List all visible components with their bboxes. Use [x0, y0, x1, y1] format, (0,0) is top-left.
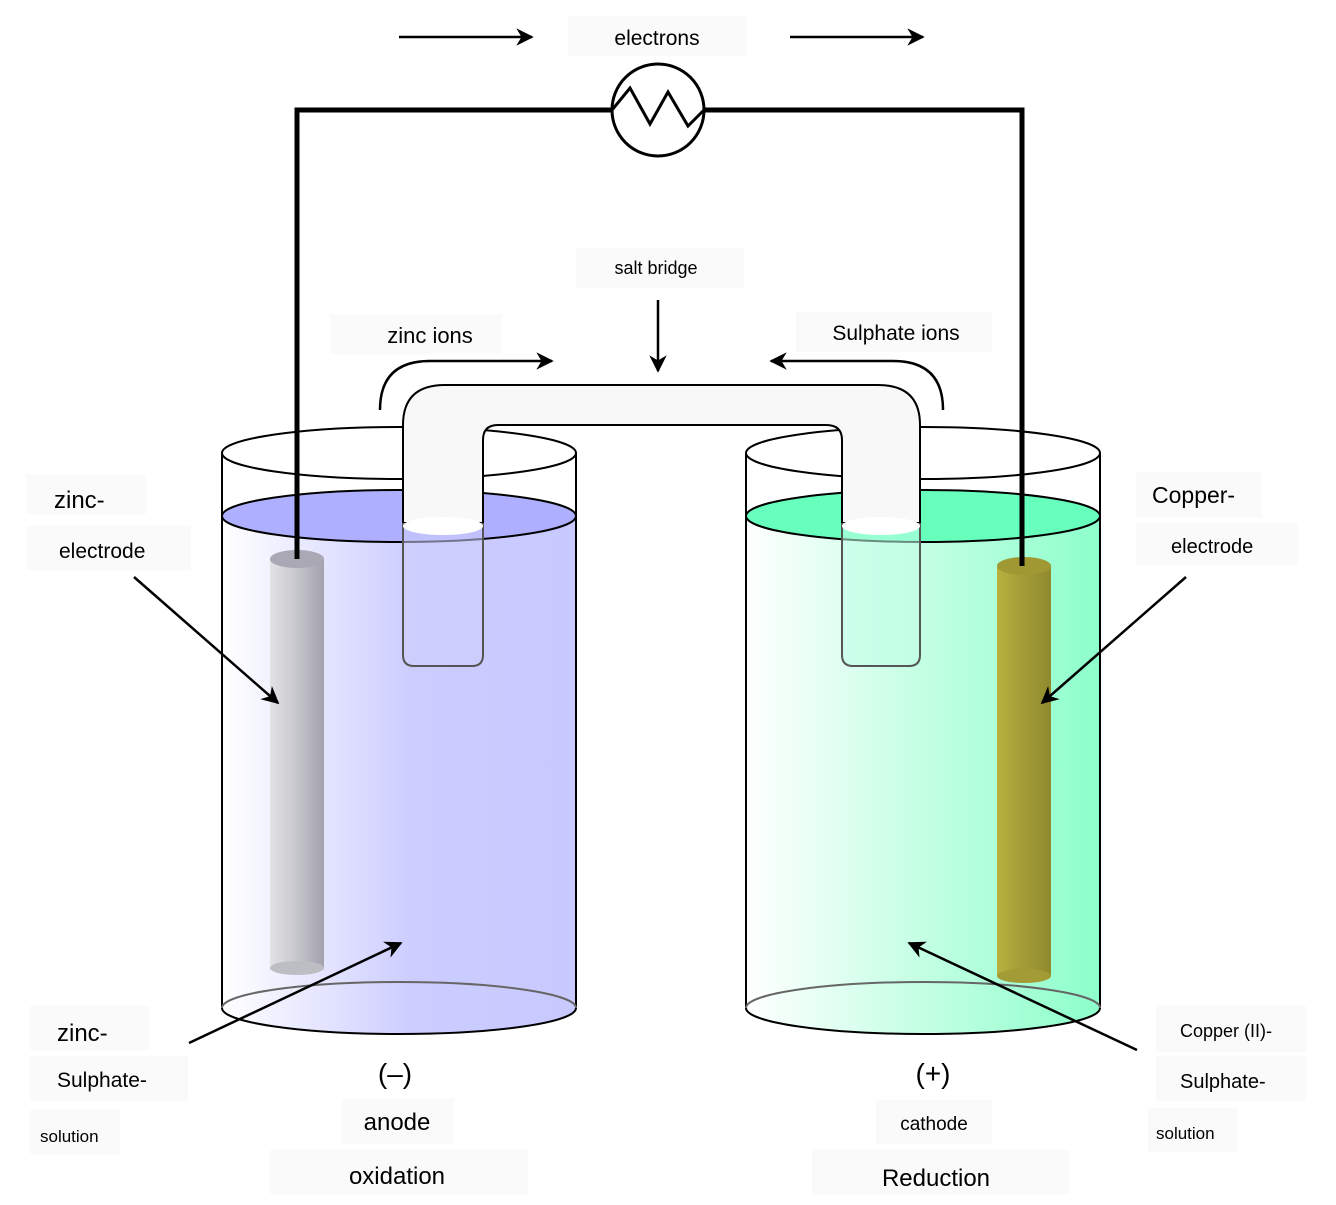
- arrows: [133, 28, 1187, 1052]
- zinc-solution-surface: [221, 489, 577, 543]
- reduction-label: Reduction: [882, 1165, 990, 1192]
- zinc-beaker-rim: [221, 426, 577, 480]
- cathode-label: cathode: [900, 1114, 968, 1135]
- copper-electrode-label-1: Copper-: [1152, 482, 1235, 508]
- copper-solution-label-3: solution: [1156, 1124, 1215, 1143]
- zinc-electrode-label-1: zinc-: [54, 487, 105, 514]
- oxidation-label: oxidation: [349, 1163, 445, 1190]
- zinc-electrode: [270, 550, 324, 975]
- sulphate-ions-label: Sulphate ions: [832, 322, 959, 345]
- text-labels: electrons salt bridge zinc ions Sulphate…: [40, 27, 1272, 1192]
- copper-electrode-arrow: [1040, 576, 1187, 705]
- resistor-meter-icon: [610, 62, 706, 158]
- zinc-solution-arrow: [188, 941, 403, 1045]
- zinc-electrode-arrow: [133, 576, 280, 705]
- zinc-electrode-label-2: electrode: [59, 540, 145, 563]
- anode-label: anode: [364, 1109, 431, 1136]
- copper-beaker-rim: [745, 426, 1101, 480]
- zinc-ions-label: zinc ions: [387, 323, 473, 348]
- copper-solution-surface: [745, 489, 1101, 543]
- zinc-solution-label-3: solution: [40, 1127, 99, 1146]
- anode-sign: (–): [378, 1058, 412, 1089]
- zinc-solution-label-2: Sulphate-: [57, 1069, 147, 1092]
- salt-bridge-label: salt bridge: [614, 258, 697, 278]
- copper-electrode-label-2: electrode: [1171, 536, 1253, 558]
- label-backgrounds: [26, 16, 1306, 1194]
- cathode-sign: (+): [916, 1058, 951, 1089]
- sulphate-ions-arrow: [769, 352, 945, 411]
- copper-solution-label-2: Sulphate-: [1180, 1071, 1266, 1093]
- electrons-label: electrons: [614, 27, 699, 50]
- salt-bridge-tube: [402, 384, 921, 524]
- copper-solution-arrow: [907, 941, 1138, 1052]
- copper-electrode: [997, 557, 1051, 983]
- salt-bridge: [402, 384, 921, 667]
- copper-solution-label-1: Copper (II)-: [1180, 1021, 1272, 1041]
- wire-right: [704, 107, 1025, 566]
- zinc-solution-label-1: zinc-: [57, 1020, 108, 1047]
- zinc-ions-arrow: [378, 352, 554, 411]
- wire-left: [294, 107, 612, 559]
- external-circuit: [294, 62, 1025, 566]
